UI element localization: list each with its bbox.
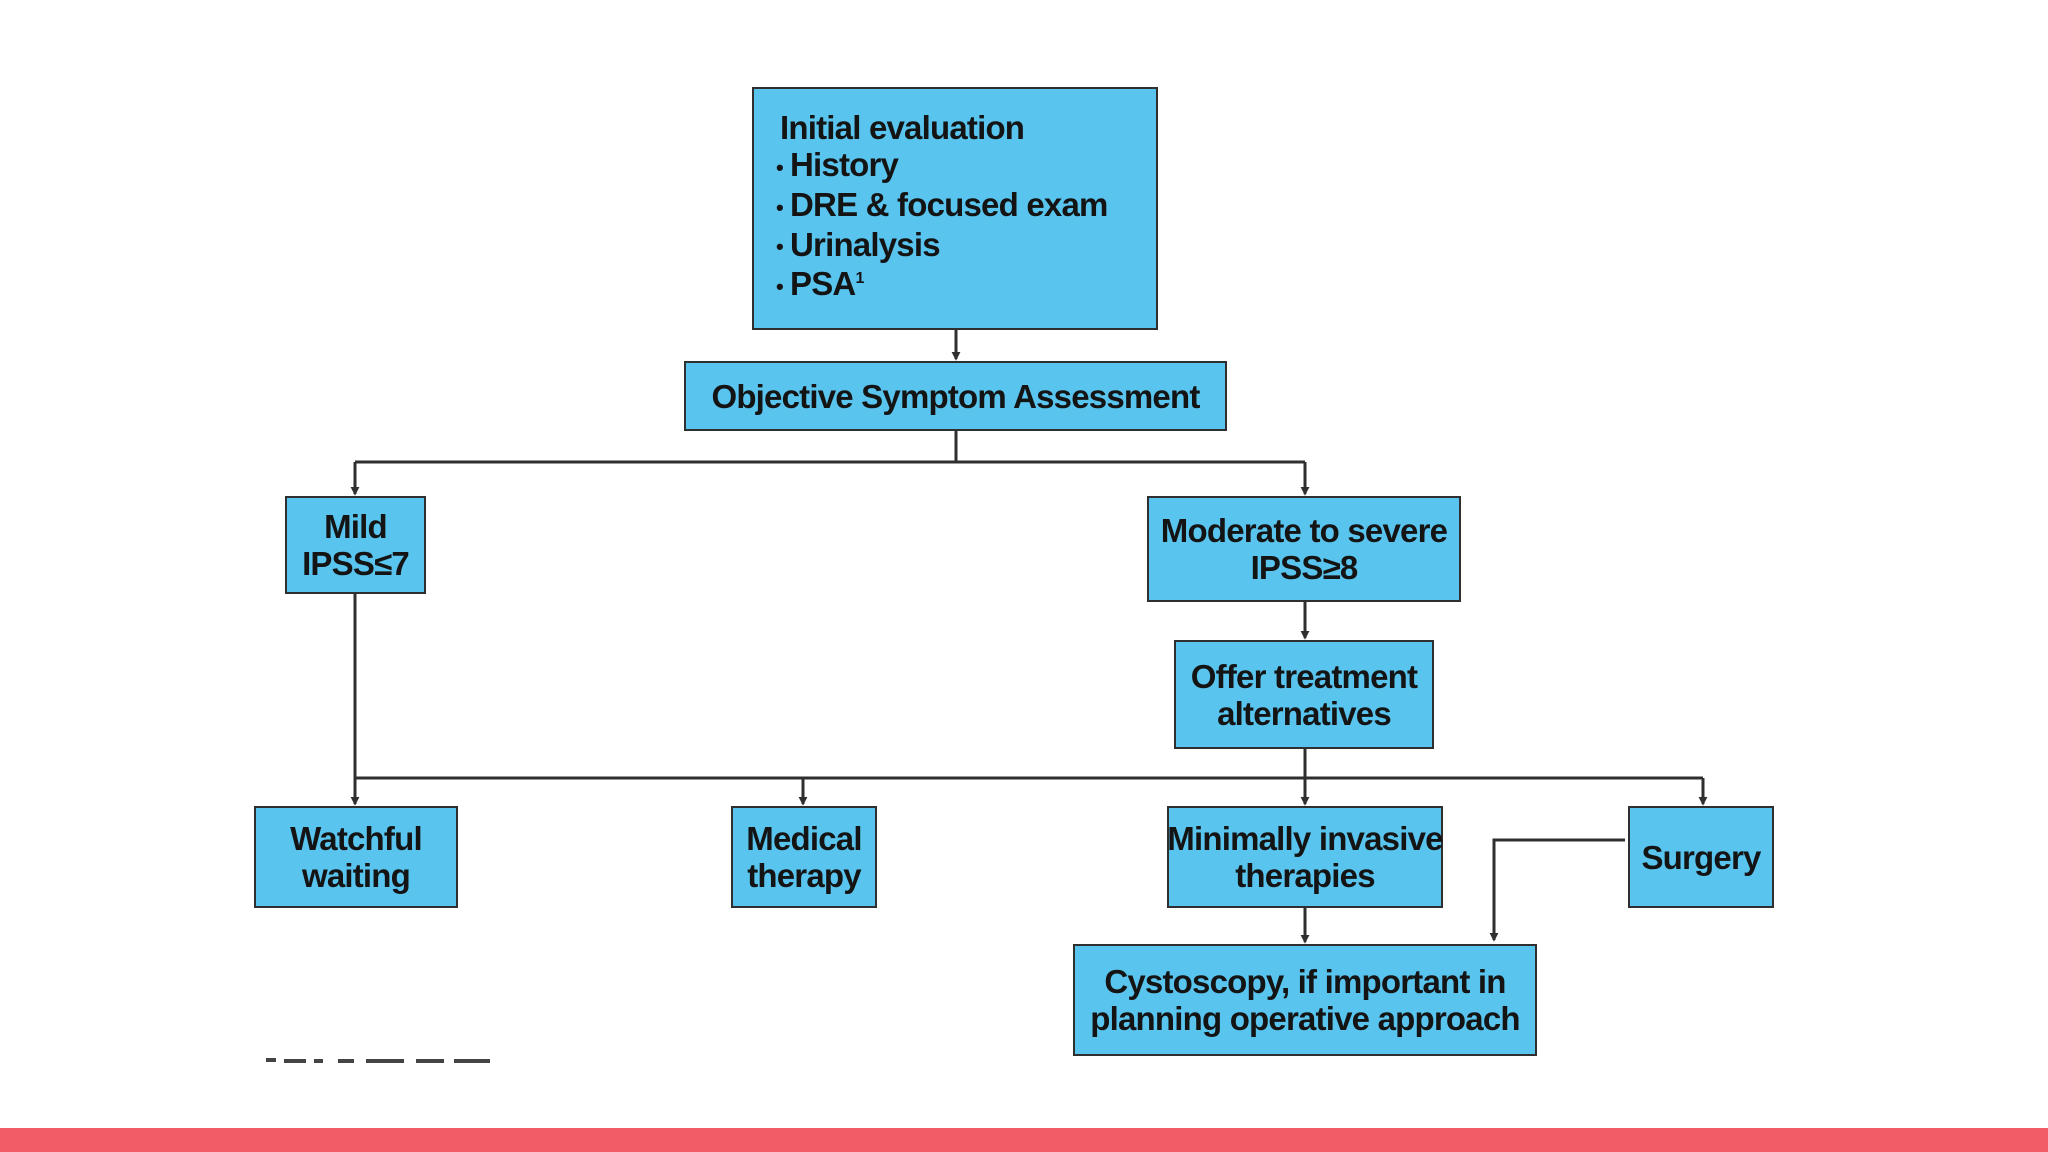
initial-evaluation-item: •DRE & focused exam xyxy=(776,185,1108,223)
mild-box: Mild IPSS≤7 xyxy=(285,496,426,594)
medical-therapy-label-2: therapy xyxy=(747,857,861,894)
watchful-waiting-box: Watchful waiting xyxy=(254,806,458,908)
clipped-footnote-fragment xyxy=(266,1058,490,1063)
moderate-to-severe-box: Moderate to severe IPSS≥8 xyxy=(1147,496,1461,602)
offer-treatment-label-2: alternatives xyxy=(1217,694,1392,732)
initial-evaluation-item: •PSA1 xyxy=(776,265,864,303)
watchful-waiting-label-2: waiting xyxy=(301,857,411,894)
mild-ipss-label: IPSS≤7 xyxy=(302,545,410,582)
surgery-box: Surgery xyxy=(1628,806,1774,908)
minimally-invasive-label: Minimally invasive xyxy=(1167,820,1443,857)
medical-therapy-box: Medical therapy xyxy=(731,806,877,908)
initial-evaluation-title: Initial evaluation xyxy=(780,109,1025,146)
psa-footnote-mark: 1 xyxy=(855,270,864,288)
initial-evaluation-item: •Urinalysis xyxy=(776,225,941,263)
mild-label: Mild xyxy=(324,508,388,545)
minimally-invasive-therapies-box: Minimally invasive therapies xyxy=(1167,806,1444,908)
offer-treatment-box: Offer treatment alternatives xyxy=(1174,640,1434,749)
cystoscopy-box: Cystoscopy, if important in planning ope… xyxy=(1073,944,1537,1056)
medical-therapy-label: Medical xyxy=(746,820,862,857)
surgery-label: Surgery xyxy=(1641,838,1761,876)
offer-treatment-label: Offer treatment xyxy=(1190,657,1418,695)
moderate-to-severe-label: Moderate to severe xyxy=(1160,512,1448,549)
cystoscopy-label: Cystoscopy, if important in xyxy=(1104,963,1506,1000)
initial-evaluation-item: •History xyxy=(776,146,899,183)
footer-accent-bar xyxy=(0,1128,2048,1152)
initial-evaluation-box: Initial evaluation •History •DRE & focus… xyxy=(752,87,1158,330)
minimally-invasive-label-2: therapies xyxy=(1235,857,1375,894)
moderate-ipss-label: IPSS≥8 xyxy=(1250,549,1359,586)
cystoscopy-label-2: planning operative approach xyxy=(1090,1000,1520,1037)
connector-surgery-to-cystoscopy xyxy=(1489,838,1625,942)
objective-symptom-assessment-label: Objective Symptom Assessment xyxy=(711,377,1200,415)
objective-symptom-assessment-box: Objective Symptom Assessment xyxy=(684,361,1227,431)
watchful-waiting-label: Watchful xyxy=(290,820,423,857)
